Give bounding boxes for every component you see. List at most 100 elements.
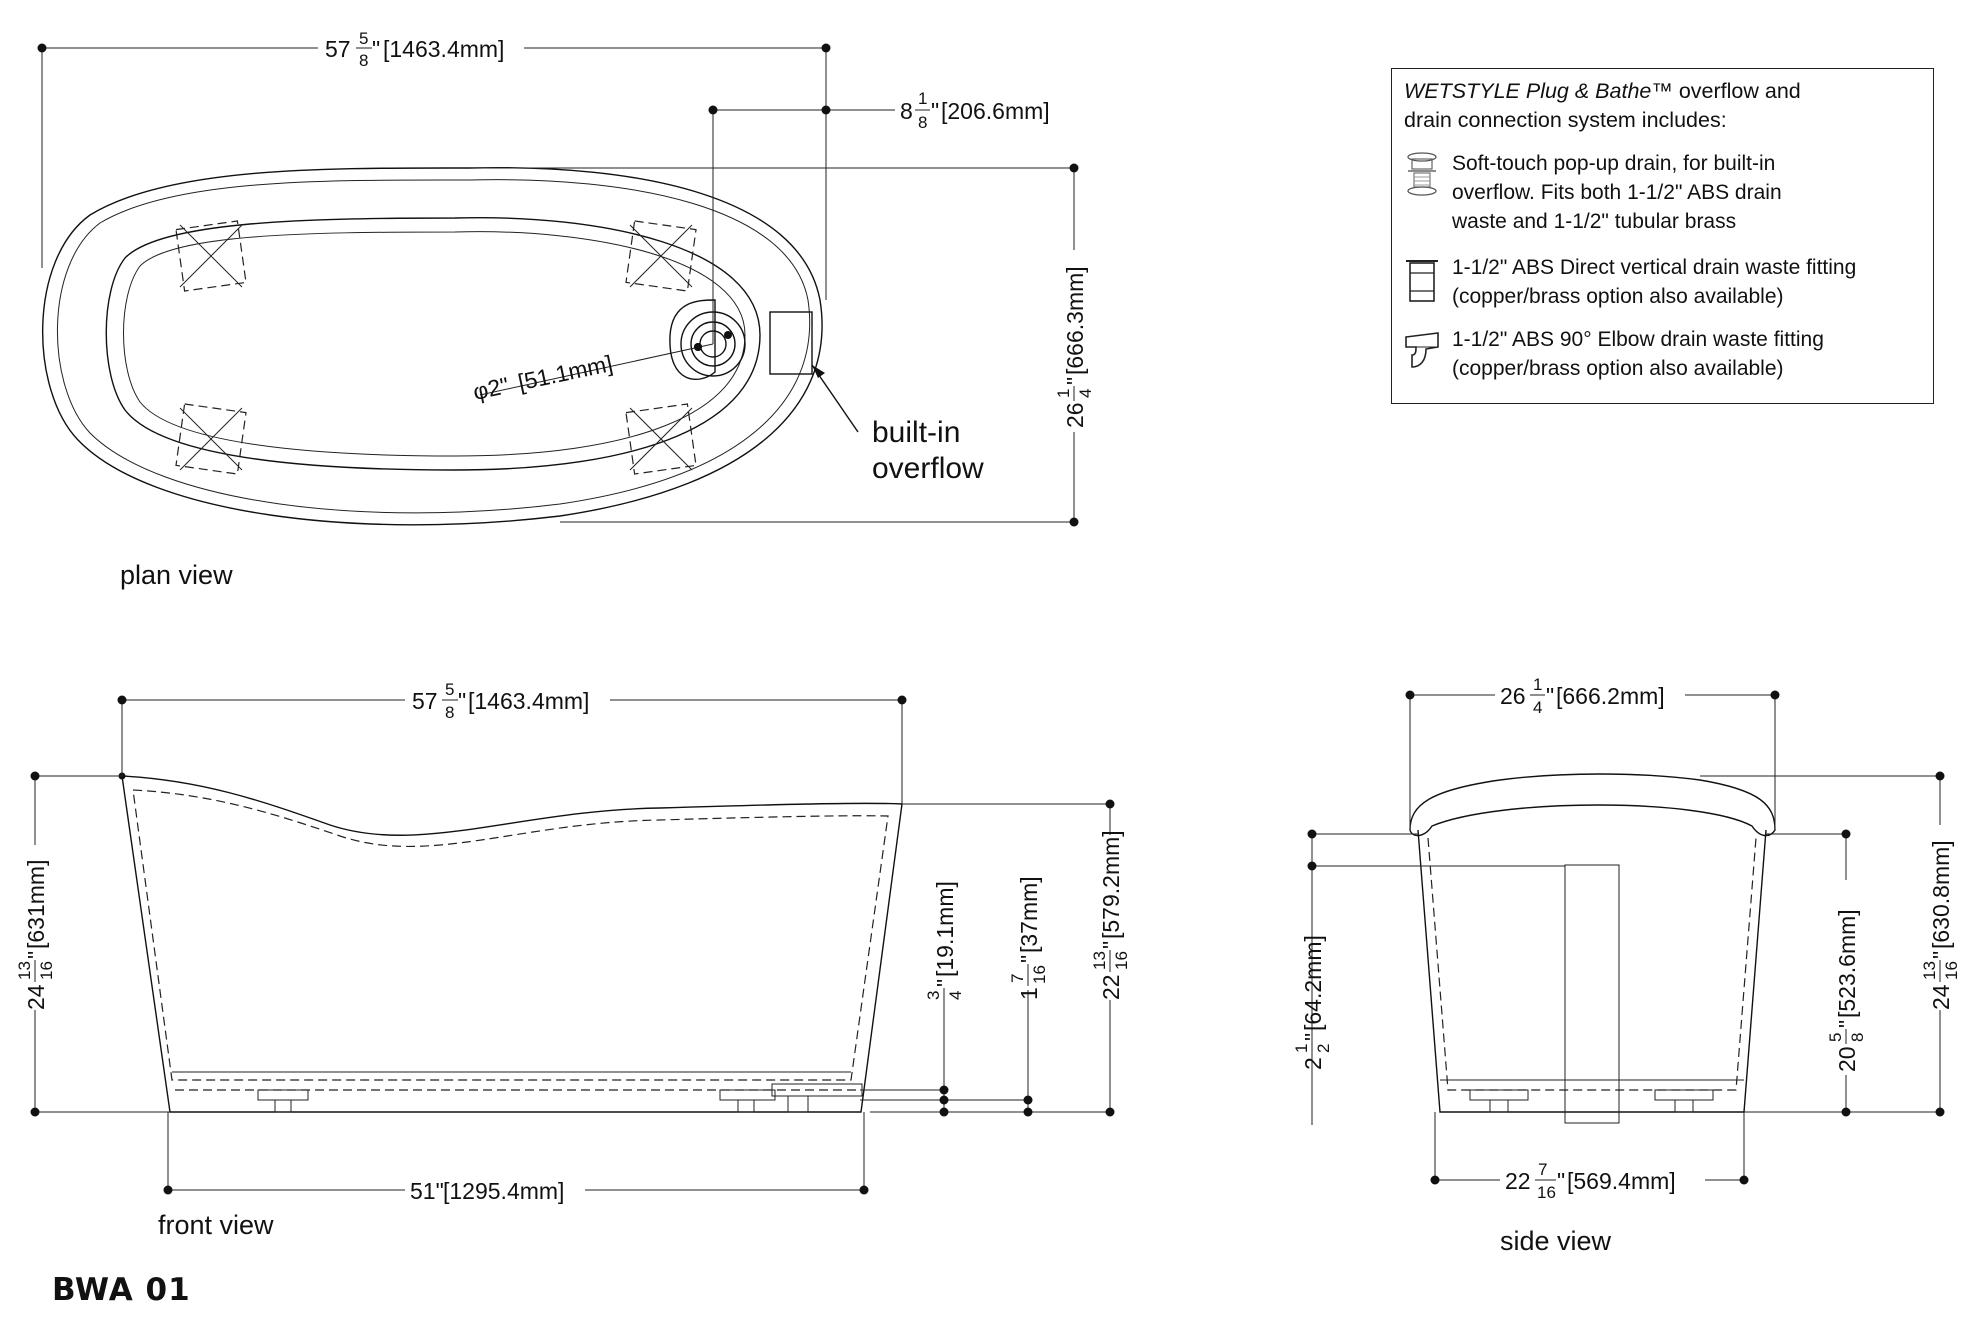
svg-text:24: 24 — [23, 984, 49, 1010]
svg-text:": " — [932, 979, 958, 987]
side-tub-body — [1417, 829, 1767, 1113]
legend-box: WETSTYLE Plug & Bathe™ overflow and drai… — [1391, 68, 1934, 404]
plan-basin — [105, 216, 761, 471]
front-feet — [257, 1083, 863, 1113]
dim-side-inner: 20 5 8 " [523.6mm] — [1826, 909, 1867, 1072]
svg-text:4: 4 — [946, 991, 965, 1000]
svg-text:[51.1mm]: [51.1mm] — [516, 350, 615, 395]
svg-text:51": 51" — [410, 1178, 444, 1204]
side-overflow-pipe — [1564, 864, 1620, 1124]
svg-text:13: 13 — [1920, 961, 1939, 980]
svg-text:[37mm]: [37mm] — [1016, 876, 1042, 953]
plan-feet — [175, 220, 697, 475]
svg-text:16: 16 — [1537, 1183, 1556, 1202]
svg-text:13: 13 — [1090, 951, 1109, 970]
svg-text:16: 16 — [1942, 961, 1961, 980]
svg-text:[1295.4mm]: [1295.4mm] — [443, 1178, 564, 1204]
side-rim — [1409, 773, 1776, 837]
side-feet — [1469, 1089, 1714, 1113]
svg-text:[19.1mm]: [19.1mm] — [932, 881, 958, 977]
overflow-callout-line1: built-in — [872, 416, 960, 449]
svg-text:8: 8 — [918, 113, 927, 132]
svg-text:5: 5 — [1826, 1033, 1845, 1042]
svg-text:[1463.4mm]: [1463.4mm] — [468, 688, 589, 714]
svg-text:": " — [458, 688, 466, 714]
front-view-label: front view — [158, 1210, 274, 1240]
svg-text:": " — [1928, 951, 1954, 959]
svg-text:8: 8 — [445, 703, 454, 722]
svg-text:": " — [23, 951, 49, 959]
svg-text:16: 16 — [1112, 951, 1131, 970]
dim-front-base: 51" [1295.4mm] — [410, 1178, 564, 1204]
svg-text:1: 1 — [1054, 389, 1073, 398]
svg-text:20: 20 — [1834, 1046, 1860, 1072]
svg-text:": " — [1016, 955, 1042, 963]
dim-plan-length: 57 5 8 " [1463.4mm] — [325, 29, 504, 70]
dim-front-height: 24 13 16 " [631mm] — [15, 860, 56, 1010]
svg-text:8: 8 — [359, 51, 368, 70]
dim-front-d3: 22 13 16 " [579.2mm] — [1090, 830, 1131, 1000]
plan-drain — [669, 299, 746, 380]
svg-text:16: 16 — [37, 961, 56, 980]
svg-text:[666.2mm]: [666.2mm] — [1556, 683, 1665, 709]
svg-text:": " — [372, 36, 380, 62]
svg-text:[206.6mm]: [206.6mm] — [941, 98, 1050, 124]
legend-intro-rest: overflow and — [1672, 79, 1801, 103]
svg-text:26: 26 — [1500, 683, 1526, 709]
svg-text:[569.4mm]: [569.4mm] — [1567, 1168, 1676, 1194]
front-tub-inner — [132, 789, 889, 1081]
legend-brand: WETSTYLE Plug & Bathe™ — [1404, 79, 1673, 103]
svg-text:[666.3mm]: [666.3mm] — [1062, 266, 1088, 375]
svg-text:1: 1 — [918, 89, 927, 108]
svg-text:1: 1 — [1016, 987, 1042, 1000]
svg-text:24: 24 — [1928, 984, 1954, 1010]
plan-rim-inner — [57, 179, 811, 514]
svg-text:22: 22 — [1505, 1168, 1531, 1194]
svg-text:[1463.4mm]: [1463.4mm] — [383, 36, 504, 62]
svg-text:[523.6mm]: [523.6mm] — [1834, 909, 1860, 1018]
svg-text:": " — [1300, 1033, 1326, 1041]
svg-text:5: 5 — [359, 29, 368, 48]
svg-text:2: 2 — [1300, 1057, 1326, 1070]
svg-text:2: 2 — [1314, 1044, 1333, 1053]
svg-text:": " — [1062, 377, 1088, 385]
svg-text:1: 1 — [1292, 1044, 1311, 1053]
svg-text:": " — [1546, 683, 1554, 709]
svg-text:": " — [1834, 1020, 1860, 1028]
vertical-fitting-icon — [1406, 260, 1438, 302]
plan-overflow-block — [769, 311, 813, 375]
svg-text:8: 8 — [900, 98, 913, 124]
legend-intro: WETSTYLE Plug & Bathe™ overflow and drai… — [1404, 77, 1924, 135]
dim-drain-diameter: φ2" [51.1mm] — [471, 350, 615, 405]
svg-text:": " — [931, 98, 939, 124]
svg-text:": " — [1098, 941, 1124, 949]
svg-text:57: 57 — [412, 688, 438, 714]
svg-text:7: 7 — [1008, 974, 1027, 983]
dim-side-base: 22 7 16 " [569.4mm] — [1505, 1160, 1676, 1202]
side-view-label: side view — [1500, 1226, 1612, 1256]
svg-text:8: 8 — [1848, 1033, 1867, 1042]
svg-text:13: 13 — [15, 961, 34, 980]
svg-text:": " — [1557, 1168, 1565, 1194]
dim-front-length: 57 5 8 " [1463.4mm] — [412, 680, 589, 722]
dim-plan-width: 26 1 4 " [666.3mm] — [1054, 266, 1095, 428]
svg-text:[579.2mm]: [579.2mm] — [1098, 830, 1124, 939]
dim-side-height: 24 13 16 " [630.8mm] — [1920, 840, 1961, 1010]
svg-text:[631mm]: [631mm] — [23, 860, 49, 949]
front-tub-body — [121, 775, 903, 1113]
svg-text:22: 22 — [1098, 974, 1124, 1000]
legend-item-popup-drain: Soft-touch pop-up drain, for built-in ov… — [1452, 152, 1782, 233]
svg-text:1: 1 — [1533, 675, 1542, 694]
svg-text:φ2": φ2" — [471, 372, 511, 405]
svg-text:4: 4 — [1533, 698, 1542, 717]
svg-text:26: 26 — [1062, 402, 1088, 428]
plan-outer-rim — [41, 166, 823, 526]
dim-side-overflow: 2 1 2 " [64.2mm] — [1292, 935, 1333, 1070]
svg-text:7: 7 — [1538, 1160, 1547, 1179]
legend-item-vertical-fitting: 1-1/2" ABS Direct vertical drain waste f… — [1452, 256, 1857, 308]
svg-text:57: 57 — [325, 36, 351, 62]
dim-front-d1: 3 4 " [19.1mm] — [924, 881, 965, 1003]
svg-text:16: 16 — [1030, 965, 1049, 984]
side-view: 26 1 4 " [666.2mm] 22 7 16 " [569.4mm] 2… — [1292, 675, 1961, 1256]
